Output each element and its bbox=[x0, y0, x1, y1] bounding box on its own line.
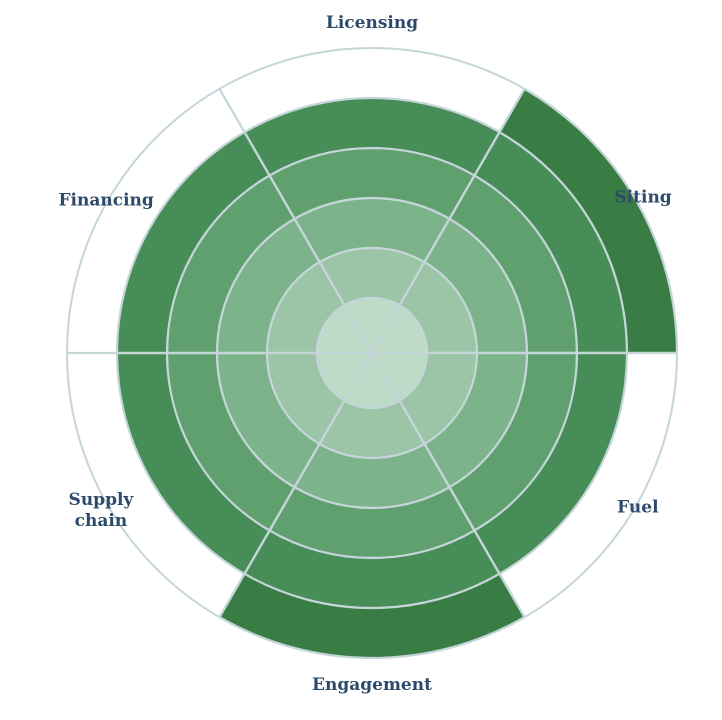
category-label-line: Engagement bbox=[312, 675, 432, 695]
category-label-licensing: Licensing bbox=[326, 13, 418, 33]
spoke-line bbox=[371, 352, 526, 618]
category-label-line: Licensing bbox=[326, 13, 418, 33]
spoke-line bbox=[218, 88, 373, 354]
spoke-line bbox=[218, 352, 373, 618]
chart-spokes bbox=[67, 88, 677, 618]
category-label-line: Fuel bbox=[617, 498, 659, 518]
category-label-financing: Financing bbox=[58, 191, 153, 211]
category-label-line: Supply bbox=[69, 490, 135, 510]
category-label-line: Financing bbox=[58, 191, 153, 211]
category-label-fuel: Fuel bbox=[617, 498, 659, 518]
spoke-line bbox=[371, 88, 526, 354]
category-label-line: chain bbox=[75, 511, 128, 531]
category-label-engagement: Engagement bbox=[312, 675, 432, 695]
category-label-line: Siting bbox=[614, 188, 671, 208]
chart-segments bbox=[115, 87, 679, 660]
category-label-siting: Siting bbox=[614, 188, 671, 208]
